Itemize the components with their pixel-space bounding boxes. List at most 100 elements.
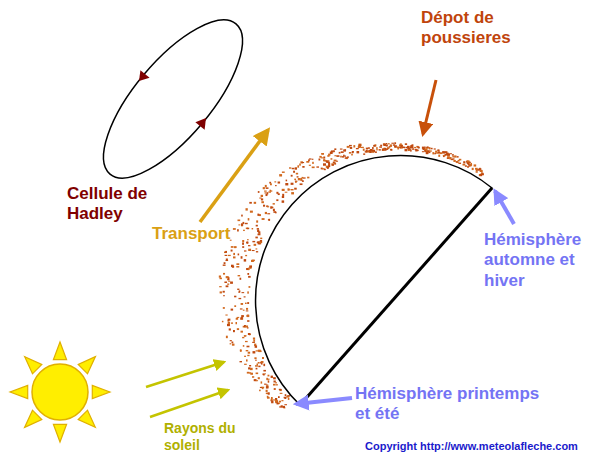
dust-speck [248, 218, 250, 220]
dust-speck [458, 160, 460, 162]
dust-speck [230, 340, 232, 341]
dust-speck [246, 359, 248, 361]
dust-speck [242, 246, 244, 248]
dust-speck [240, 350, 242, 352]
hemisphere-label: Hémisphère printemps et été [355, 384, 555, 425]
dust-speck [343, 149, 346, 151]
dust-speck [358, 145, 361, 147]
dust-speck [363, 149, 365, 151]
dust-speck [239, 290, 241, 292]
dust-speck [476, 171, 478, 173]
dust-speck [261, 201, 264, 203]
dust-speck [236, 263, 239, 265]
dust-speck [274, 181, 276, 182]
dust-speck [256, 251, 258, 252]
dust-speck [244, 364, 247, 365]
dust-speck [331, 150, 334, 152]
dust-speck [254, 244, 257, 246]
dust-speck [438, 151, 440, 153]
dust-speck [434, 148, 436, 149]
dust-speck [382, 149, 384, 151]
dust-speck [303, 177, 306, 178]
dust-speck [357, 151, 360, 153]
dust-speck [267, 385, 269, 387]
dust-speck [256, 248, 258, 249]
dust-speck [261, 198, 263, 200]
dust-speck [400, 143, 402, 144]
dust-speck [245, 303, 247, 304]
dust-speck [275, 382, 277, 383]
dust-speck [273, 203, 275, 205]
dust-speck [412, 148, 414, 150]
dust-speck [245, 326, 248, 328]
dust-speck [469, 162, 471, 163]
dust-speck [228, 255, 231, 256]
dust-speck [231, 250, 233, 252]
dust-speck [249, 334, 251, 335]
dust-speck [376, 147, 378, 148]
dust-speck [245, 223, 248, 224]
dust-speck [282, 200, 285, 202]
dust-speck [295, 167, 297, 169]
dust-speck [277, 403, 279, 405]
dust-speck [372, 151, 375, 153]
dust-speck [294, 179, 296, 181]
dust-speck [352, 151, 354, 153]
dust-speck [380, 145, 382, 147]
hadley-cell-label: Cellule de Hadley [67, 184, 172, 225]
dust-speck [369, 152, 371, 154]
dust-speck [247, 302, 249, 304]
sun-ray [53, 342, 66, 360]
dust-speck [390, 149, 392, 151]
sun-ray [53, 424, 66, 442]
dust-speck [291, 189, 294, 190]
dust-speck [284, 397, 287, 398]
dust-speck [447, 157, 450, 159]
dust-speck [273, 384, 275, 386]
dust-speck [222, 321, 224, 322]
dust-speck [257, 228, 259, 230]
dust-speck [282, 196, 284, 198]
dust-speck [233, 228, 236, 230]
dust-speck [415, 149, 417, 151]
dust-speck [437, 150, 439, 151]
dust-speck [278, 396, 280, 398]
dust-speck [271, 401, 273, 403]
dust-speck [394, 146, 396, 148]
dust-speck [276, 199, 278, 201]
dust-speck [225, 251, 227, 253]
dust-speck [237, 328, 239, 330]
dust-speck [257, 214, 259, 216]
dust-speck [230, 343, 232, 344]
dust-speck [286, 180, 288, 182]
dust-speck [361, 147, 364, 148]
dust-speck [240, 308, 243, 309]
dust-speck [458, 163, 461, 164]
dust-speck [260, 238, 262, 240]
dust-speck [327, 160, 329, 162]
deposit-label: Dépot de poussieres [421, 8, 541, 49]
dust-speck [266, 386, 269, 388]
dust-speck [334, 163, 336, 165]
dust-speck [386, 149, 389, 150]
dust-speck [349, 152, 351, 154]
dust-speck [412, 147, 414, 149]
dust-speck [353, 145, 355, 147]
dust-speck [267, 213, 270, 214]
dust-speck [250, 368, 253, 370]
dust-speck [236, 318, 238, 320]
dust-speck [253, 339, 255, 341]
dust-speck [238, 292, 240, 293]
dust-speck [227, 324, 230, 326]
dust-speck [260, 240, 262, 242]
dust-speck [232, 344, 235, 346]
dust-speck [294, 188, 297, 190]
dust-speck [248, 352, 250, 354]
dust-speck [270, 400, 272, 401]
dust-speck [432, 152, 434, 154]
sun-ray [92, 385, 110, 398]
dust-speck [279, 389, 281, 390]
dust-speck [258, 191, 260, 193]
dust-speck [247, 291, 249, 293]
dust-speck [302, 166, 304, 168]
